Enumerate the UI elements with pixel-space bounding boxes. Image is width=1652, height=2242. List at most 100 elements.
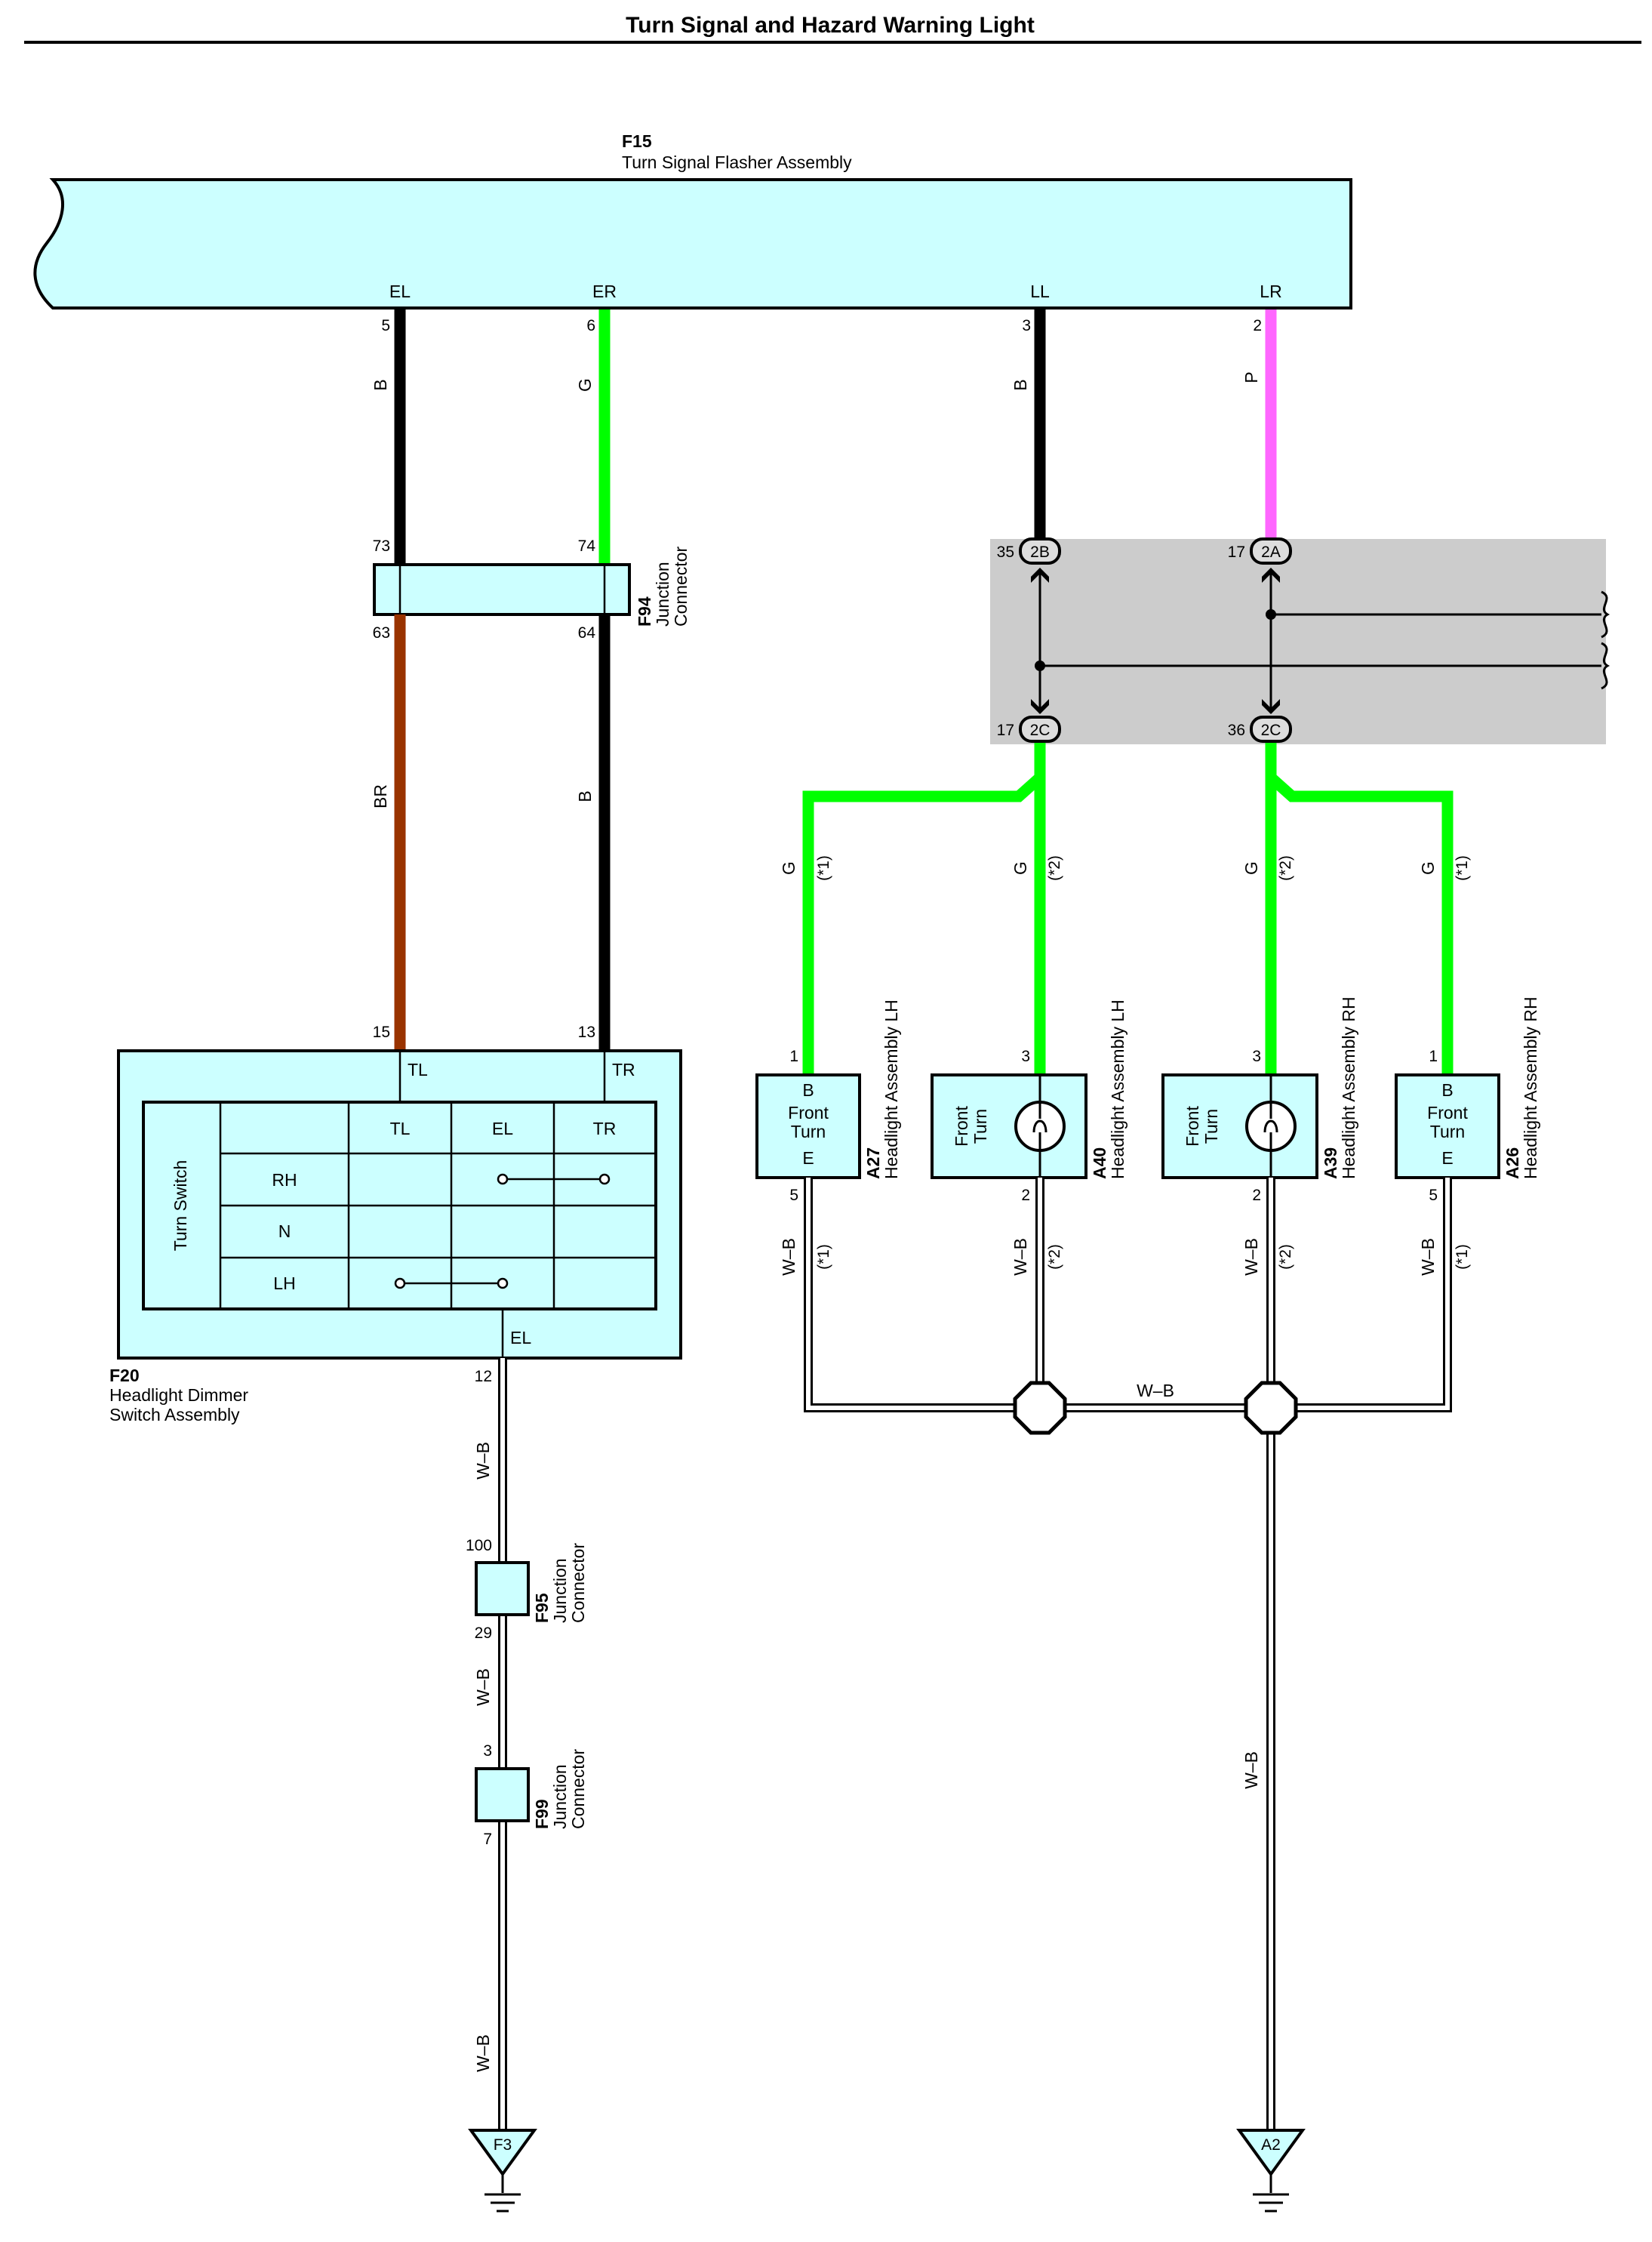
wire-label-er: G xyxy=(575,378,595,392)
f20-name-line1: Headlight Dimmer xyxy=(109,1385,248,1405)
splice-box xyxy=(990,539,1606,744)
wire-label-ll: B xyxy=(1011,379,1030,390)
wire-label-g-a40: G xyxy=(1011,861,1030,875)
f15-terminal-er: ER xyxy=(592,282,617,301)
a40-line-front: Front xyxy=(952,1106,971,1147)
turn-switch-label: Turn Switch xyxy=(171,1160,190,1252)
wire-note-a27: (*1) xyxy=(815,855,832,881)
wire-label-wb-a27: W–B xyxy=(779,1238,798,1276)
f95-name-line1: Junction xyxy=(550,1558,570,1623)
f15-terminal-lr: LR xyxy=(1260,282,1281,301)
f95-pin-100: 100 xyxy=(466,1537,492,1554)
a26-line-b: B xyxy=(1441,1080,1453,1100)
tag-2c-right xyxy=(1250,716,1292,743)
wire-note-wb-a27: (*1) xyxy=(815,1244,832,1270)
ground-f3-triangle xyxy=(468,2129,537,2177)
ground-a2-label: A2 xyxy=(1261,2136,1281,2154)
f15-name: Turn Signal Flasher Assembly xyxy=(622,152,852,172)
f94-code: F94 xyxy=(635,596,654,627)
table-row-n: N xyxy=(278,1221,291,1241)
f20-pin-15: 15 xyxy=(373,1024,390,1041)
wire-label-el: B xyxy=(371,379,390,390)
chevron-lr-bottom xyxy=(1262,699,1280,714)
a39-pin-3: 3 xyxy=(1252,1048,1261,1065)
f15-terminal-ll: LL xyxy=(1030,282,1050,301)
f20-terminal-tr: TR xyxy=(612,1060,635,1079)
f15-terminal-el: EL xyxy=(389,282,411,301)
diagram-title: Turn Signal and Hazard Warning Light xyxy=(626,13,1035,38)
f94-pin-63: 63 xyxy=(373,624,390,642)
f99-pin-7: 7 xyxy=(483,1831,492,1848)
splice-point-left xyxy=(1013,1381,1067,1435)
f94-pin-64: 64 xyxy=(578,624,596,642)
wire-label-wb-bus: W–B xyxy=(1137,1381,1174,1400)
a26-line-turn: Turn xyxy=(1430,1122,1465,1141)
wire-label-g-a27: G xyxy=(779,861,798,875)
wire-label-wb-3: W–B xyxy=(473,2034,493,2072)
tag-2c-left-label: 2C xyxy=(1030,722,1051,739)
a26-name: Headlight Assembly RH xyxy=(1521,996,1540,1179)
a40-line-turn: Turn xyxy=(971,1109,990,1144)
f15-code: F15 xyxy=(622,131,652,151)
tag-2a-label: 2A xyxy=(1261,544,1281,561)
a27-pin-1: 1 xyxy=(789,1048,798,1065)
a39-pin-2: 2 xyxy=(1252,1187,1261,1204)
wire-green-a26 xyxy=(1265,743,1454,1075)
wire-label-g-a26: G xyxy=(1418,861,1438,875)
tag-2c-left xyxy=(1019,716,1061,743)
f20-pin-12: 12 xyxy=(475,1368,492,1385)
a39-bulb-filament xyxy=(1263,1104,1278,1149)
lh-node-tl xyxy=(394,1277,406,1289)
wire-label-wb-a39: W–B xyxy=(1241,1238,1261,1276)
f20-pin-13: 13 xyxy=(578,1024,595,1041)
wire-label-br: BR xyxy=(371,784,390,808)
f15-pin-2: 2 xyxy=(1253,317,1262,334)
f94-name-line2: Connector xyxy=(671,547,691,627)
rh-node-tr xyxy=(598,1173,611,1185)
splice-point-right xyxy=(1244,1381,1298,1435)
tag-2c-right-label: 2C xyxy=(1261,722,1281,739)
wire-label-wb-a40: W–B xyxy=(1011,1238,1030,1276)
a39-line-turn: Turn xyxy=(1201,1109,1221,1144)
a27-headlight-lh-front-turn xyxy=(755,1073,861,1179)
splice-break-upper xyxy=(1601,590,1610,639)
a40-pin-2: 2 xyxy=(1021,1187,1030,1204)
f20-code: F20 xyxy=(109,1366,140,1385)
a26-pin-5: 5 xyxy=(1429,1187,1438,1204)
f15-pin-3: 3 xyxy=(1022,317,1031,334)
a27-line-b: B xyxy=(802,1080,814,1100)
a27-line-front: Front xyxy=(788,1103,829,1123)
table-header-el: EL xyxy=(492,1119,513,1138)
a39-name: Headlight Assembly RH xyxy=(1339,996,1358,1179)
table-header-tr: TR xyxy=(593,1119,617,1138)
a40-pin-3: 3 xyxy=(1021,1048,1030,1065)
f15-pin-6: 6 xyxy=(586,317,595,334)
wire-note-a26: (*1) xyxy=(1454,855,1471,881)
f99-code: F99 xyxy=(532,1799,552,1829)
a27-code: A27 xyxy=(863,1147,883,1179)
f20-terminal-el: EL xyxy=(510,1328,531,1347)
a40-name: Headlight Assembly LH xyxy=(1108,999,1127,1179)
chevron-ll-bottom xyxy=(1031,699,1049,714)
f94-name-line1: Junction xyxy=(653,562,672,627)
f95-code: F95 xyxy=(532,1593,552,1623)
rh-node-el xyxy=(497,1173,509,1185)
a39-code: A39 xyxy=(1321,1147,1340,1179)
tag-2b-label: 2B xyxy=(1030,544,1050,561)
f95-junction-connector xyxy=(475,1561,530,1616)
splice-pin-36: 36 xyxy=(1228,722,1245,739)
wire-label-lr: P xyxy=(1241,371,1261,383)
f94-pin-74: 74 xyxy=(578,537,596,555)
a27-pin-5: 5 xyxy=(789,1187,798,1204)
tag-2a xyxy=(1250,537,1292,565)
f99-name-line1: Junction xyxy=(550,1764,570,1829)
splice-dot-upper xyxy=(1266,609,1276,620)
wire-label-tr-b: B xyxy=(575,790,595,802)
wire-label-wb-2: W–B xyxy=(473,1668,493,1706)
wire-label-wb-1: W–B xyxy=(473,1442,493,1480)
tag-2b xyxy=(1019,537,1061,565)
f99-junction-connector xyxy=(475,1767,530,1822)
f15-pin-5: 5 xyxy=(381,317,390,334)
f99-pin-3: 3 xyxy=(483,1742,492,1760)
